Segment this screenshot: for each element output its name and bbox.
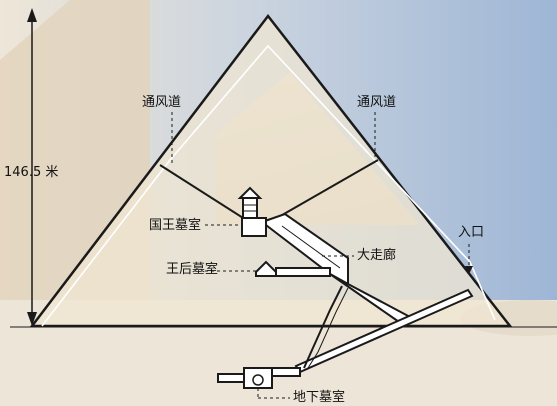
air-shaft-right xyxy=(269,159,379,223)
entrance-arrow xyxy=(465,266,473,274)
relieving-chambers xyxy=(242,197,258,219)
subterranean-pit xyxy=(252,374,264,386)
kings-chamber-box xyxy=(241,217,267,237)
entrance-label: 入口 xyxy=(458,225,485,240)
grand-gallery-shape xyxy=(259,212,349,286)
horizontal-passage xyxy=(275,267,331,277)
subterranean-chamber-label: 地下墓室 xyxy=(293,390,346,405)
subterranean-passage xyxy=(271,367,301,377)
well-shaft-inner xyxy=(307,287,349,369)
grand-gallery-inner xyxy=(281,225,341,269)
well-shaft xyxy=(303,285,343,369)
pyramid-outline xyxy=(29,13,513,328)
subterranean-dead-end xyxy=(217,373,245,383)
height-label: 146.5 米 xyxy=(4,165,59,180)
height-arrow-bottom xyxy=(27,312,37,326)
air-shaft-left-label: 通风道 xyxy=(142,95,182,110)
height-arrow-top xyxy=(27,8,37,22)
pyramid-casing-line xyxy=(41,44,496,327)
air-shaft-right-label: 通风道 xyxy=(357,95,397,110)
queens-chamber-label: 王后墓室 xyxy=(166,262,219,277)
kings-chamber-label: 国王墓室 xyxy=(149,218,202,233)
grand-gallery-label: 大走廊 xyxy=(357,248,397,263)
relieving-roof xyxy=(237,186,263,199)
